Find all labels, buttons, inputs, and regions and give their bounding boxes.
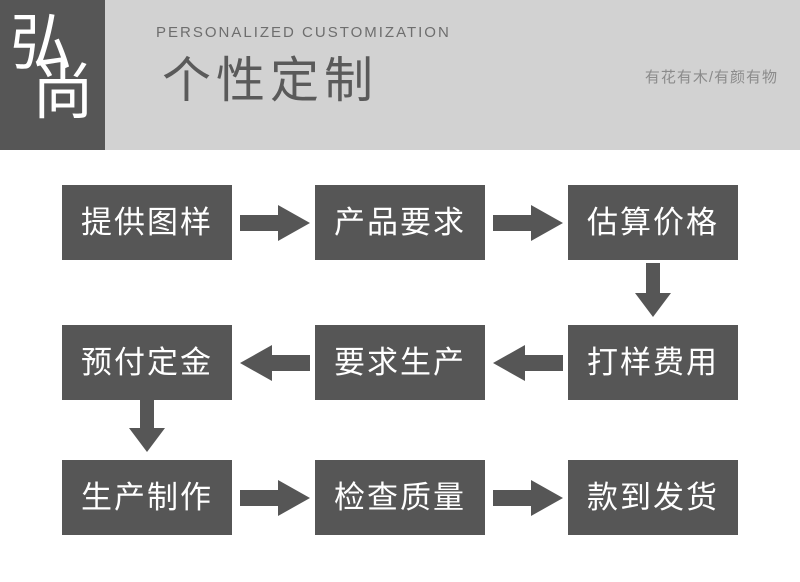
process-flowchart: 提供图样 产品要求 估算价格 预付定金 要求生产 xyxy=(0,150,800,582)
page-header: 弘 尚 PERSONALIZED CUSTOMIZATION 个性定制 有花有木… xyxy=(0,0,800,150)
arrow-down-icon xyxy=(633,263,673,317)
logo-mark: 弘 尚 xyxy=(0,0,105,150)
arrow-right-icon xyxy=(240,203,310,243)
arrow-right-icon xyxy=(240,478,310,518)
arrow-right-icon xyxy=(493,203,563,243)
flow-node-estimate-price: 估算价格 xyxy=(568,185,738,260)
arrow-down-icon xyxy=(127,398,167,452)
header-tagline: 有花有木/有颜有物 xyxy=(644,69,778,86)
brand-logo: 弘 尚 xyxy=(0,0,105,150)
arrow-right-icon xyxy=(493,478,563,518)
flow-node-quality-check: 检查质量 xyxy=(315,460,485,535)
flow-node-production: 生产制作 xyxy=(62,460,232,535)
flow-node-request-production: 要求生产 xyxy=(315,325,485,400)
page-title: 个性定制 xyxy=(162,54,379,108)
logo-character-hong: 弘 xyxy=(10,10,73,78)
flow-node-product-requirements: 产品要求 xyxy=(315,185,485,260)
flow-node-provide-drawing: 提供图样 xyxy=(62,185,232,260)
logo-character-shang: 尚 xyxy=(32,59,95,127)
header-eyebrow-text: PERSONALIZED CUSTOMIZATION xyxy=(156,24,451,41)
arrow-left-icon xyxy=(493,343,563,383)
flow-node-prepay-deposit: 预付定金 xyxy=(62,325,232,400)
arrow-left-icon xyxy=(240,343,310,383)
flow-node-ship-after-payment: 款到发货 xyxy=(568,460,738,535)
flow-node-sampling-fee: 打样费用 xyxy=(568,325,738,400)
